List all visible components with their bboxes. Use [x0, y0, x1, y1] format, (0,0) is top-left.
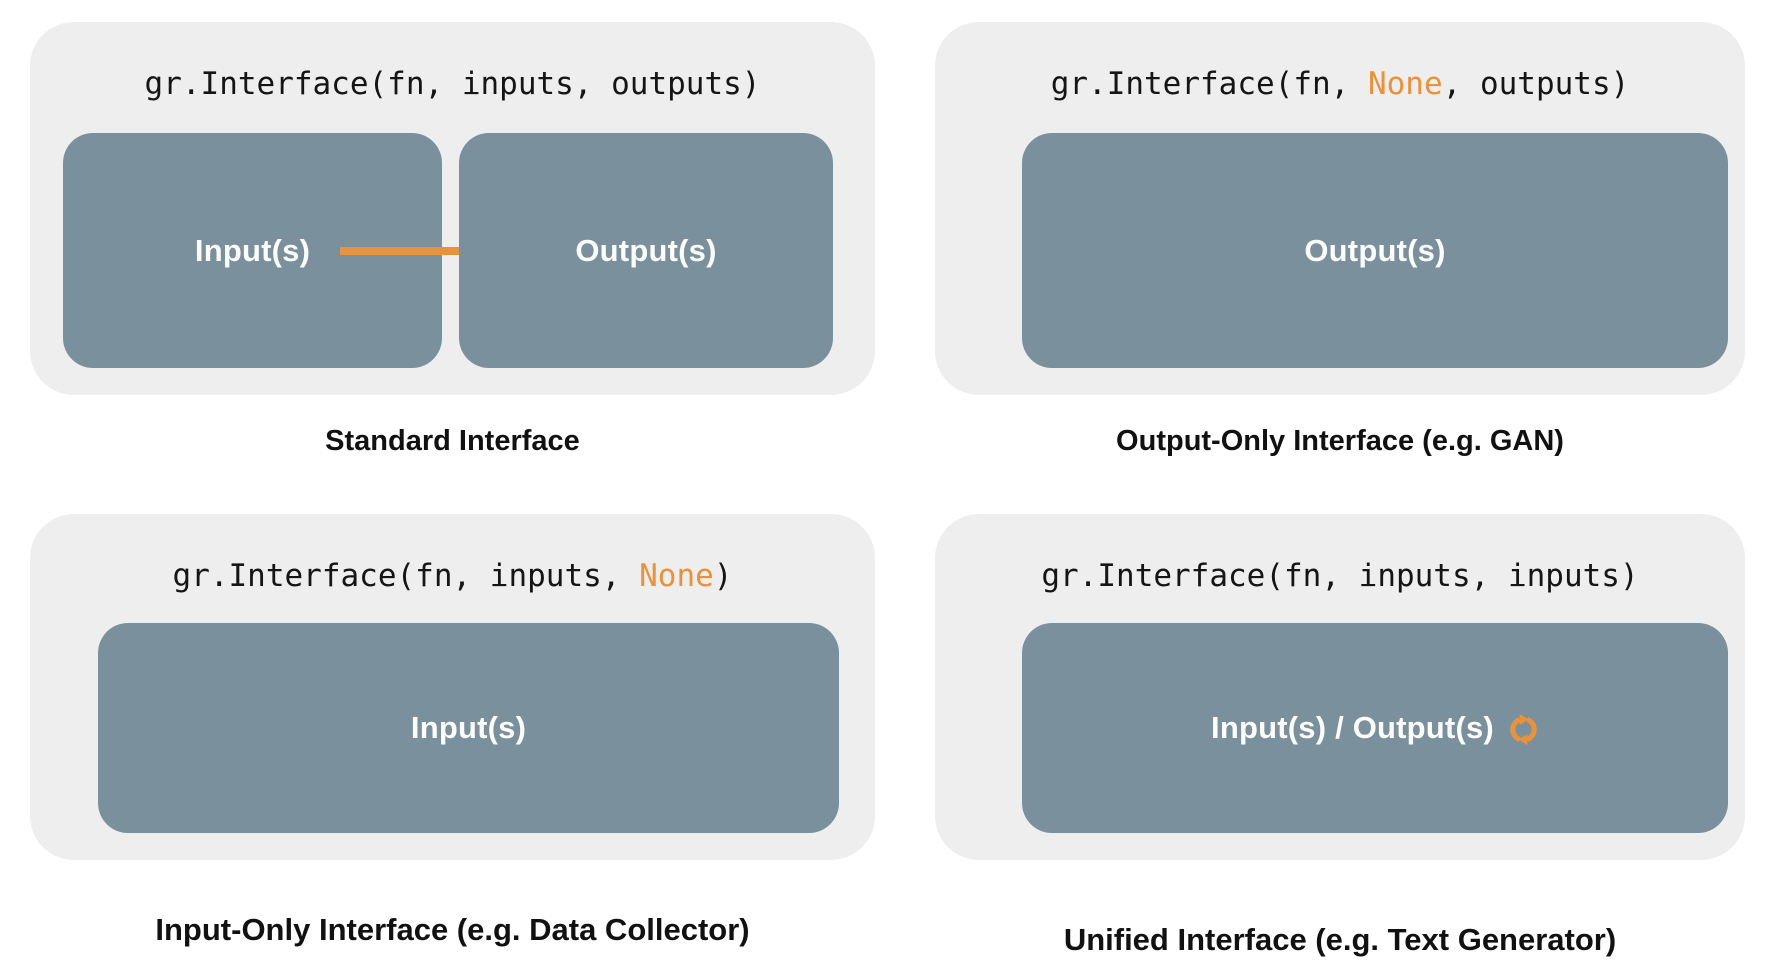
- code-line: gr.Interface(fn, None, outputs): [935, 62, 1745, 106]
- refresh-icon: [1510, 713, 1537, 745]
- code-line: gr.Interface(fn, inputs, None): [30, 554, 875, 598]
- code-highlight: None: [1367, 66, 1443, 102]
- code-line: gr.Interface(fn, inputs, inputs): [935, 554, 1745, 598]
- unified-interface-card: gr.Interface(fn, inputs, inputs) Input(s…: [935, 514, 1745, 860]
- input-box: Input(s): [98, 623, 839, 833]
- code-text: gr.Interface(fn,: [1050, 66, 1368, 102]
- code-text-post: ): [713, 558, 733, 594]
- code-line: gr.Interface(fn, inputs, outputs): [30, 62, 875, 106]
- card-caption: Input-Only Interface (e.g. Data Collecto…: [155, 912, 750, 947]
- code-text: gr.Interface(fn, inputs, inputs): [1041, 558, 1639, 594]
- input-only-interface-card: gr.Interface(fn, inputs, None) Input(s): [30, 514, 875, 860]
- card-caption: Unified Interface (e.g. Text Generator): [1063, 922, 1617, 957]
- output-box: Output(s): [459, 133, 833, 368]
- standard-interface-card: gr.Interface(fn, inputs, outputs) Input(…: [30, 22, 875, 395]
- card-caption: Output-Only Interface (e.g. GAN): [1116, 425, 1564, 457]
- box-label: Output(s): [575, 232, 717, 268]
- code-highlight: None: [639, 558, 714, 594]
- code-text-post: , outputs): [1442, 66, 1630, 102]
- code-text: gr.Interface(fn, inputs,: [172, 558, 640, 594]
- box-label: Input(s): [410, 710, 527, 745]
- card-caption: Standard Interface: [325, 425, 580, 457]
- box-label: Input(s): [194, 232, 311, 268]
- output-only-interface-card: gr.Interface(fn, None, outputs) Output(s…: [935, 22, 1745, 395]
- output-box: Output(s): [1022, 133, 1728, 368]
- box-label: Output(s): [1304, 232, 1446, 268]
- input-output-box: Input(s) / Output(s): [1022, 623, 1728, 833]
- box-label: Input(s) / Output(s): [1211, 710, 1494, 745]
- code-text: gr.Interface(fn, inputs, outputs): [144, 66, 761, 102]
